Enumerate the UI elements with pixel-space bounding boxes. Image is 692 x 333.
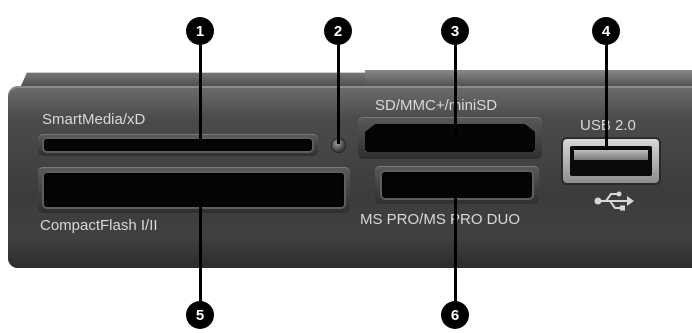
leader-line-6 — [454, 192, 457, 310]
smartmedia-label: SmartMedia/xD — [42, 111, 146, 128]
usb-port-tongue — [574, 150, 648, 160]
mspro-label: MS PRO/MS PRO DUO — [360, 211, 521, 228]
activity-led-icon — [332, 139, 345, 152]
sd-slot[interactable] — [365, 124, 535, 152]
usb-trident-icon — [594, 191, 634, 211]
leader-line-3 — [454, 40, 457, 136]
callout-6: 6 — [441, 301, 469, 329]
compactflash-slot[interactable] — [44, 173, 344, 207]
top-rail-left — [20, 72, 365, 88]
callout-1: 1 — [186, 17, 214, 45]
leader-line-5 — [199, 200, 202, 310]
mspro-slot[interactable] — [382, 172, 532, 198]
leader-line-1 — [199, 40, 202, 144]
panel-lower-edge — [8, 240, 692, 268]
callout-3: 3 — [441, 17, 469, 45]
sd-label: SD/MMC+/miniSD — [375, 97, 498, 114]
smartmedia-slot[interactable] — [44, 139, 312, 151]
leader-line-2 — [337, 40, 340, 144]
callout-4: 4 — [592, 17, 620, 45]
top-rail-right — [365, 70, 692, 88]
leader-line-4 — [605, 40, 608, 150]
callout-5: 5 — [186, 301, 214, 329]
callout-2: 2 — [324, 17, 352, 45]
compactflash-label: CompactFlash I/II — [40, 217, 158, 234]
